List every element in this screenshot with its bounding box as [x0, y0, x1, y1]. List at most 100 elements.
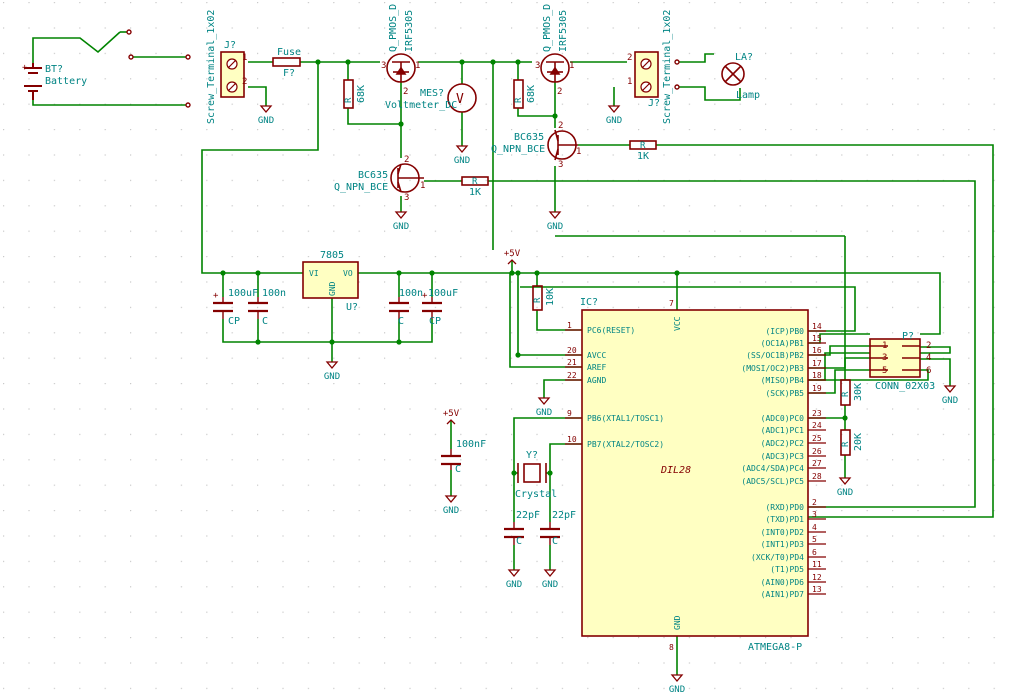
- c7-ref: C: [552, 536, 558, 547]
- gnd-label: GND: [606, 116, 622, 126]
- regulator-vi-label: VI: [309, 269, 319, 278]
- mcu-pin-number: 12: [812, 573, 822, 582]
- q2-pin-3: 3: [535, 61, 540, 71]
- connector-pin-6: 6: [926, 366, 931, 376]
- mcu-pin-number: 24: [812, 421, 822, 430]
- c4-value: 100uF: [428, 288, 458, 299]
- gnd-icon: [607, 105, 621, 114]
- gnd-label: GND: [506, 580, 522, 590]
- vcc-arrow-icon: [446, 419, 456, 425]
- regulator-ref: U?: [346, 302, 358, 313]
- mcu-pin-name: (ICP)PB0: [765, 327, 804, 336]
- c5-ref: C: [455, 464, 461, 475]
- npn-q4-symbol: [547, 129, 578, 161]
- mcu-pin-number: 18: [812, 371, 822, 380]
- connector-pin-5: 5: [882, 366, 887, 376]
- gnd-label: GND: [837, 488, 853, 498]
- mcu-pin-number: 13: [812, 585, 822, 594]
- wires: [32, 31, 994, 675]
- mcu-pin-name: PB7(XTAL2/TOSC2): [587, 440, 664, 449]
- q3-pin-2: 2: [404, 155, 409, 165]
- crystal-symbol: [517, 463, 547, 483]
- resistor-bodies: [343, 79, 851, 456]
- gnd-label: GND: [542, 580, 558, 590]
- connector-pin-2: 2: [926, 341, 931, 351]
- j2-ref: J?: [648, 98, 660, 109]
- mcu-pin-number: 16: [812, 346, 822, 355]
- q2-pin-2: 2: [557, 87, 562, 97]
- mcu-pin-name: (ADC3)PC3: [761, 452, 805, 461]
- mcu-pin-name: (ADC0)PC0: [761, 414, 805, 423]
- mcu-pin-number: 11: [812, 560, 822, 569]
- gnd-label: GND: [258, 116, 274, 126]
- lamp-symbol: [721, 62, 745, 86]
- r1-value: 68K: [356, 85, 367, 103]
- gnd-icon: [444, 495, 458, 504]
- mcu-pin-name: (ADC4/SDA)PC4: [741, 464, 804, 473]
- c6-value: 22pF: [516, 510, 540, 521]
- c2-ref: C: [262, 316, 268, 327]
- j2-value: Screw_Terminal_1x02: [662, 10, 673, 124]
- voltmeter-value: Voltmeter_DC: [385, 100, 457, 111]
- j1-pin-1: 1: [242, 53, 247, 63]
- regulator-vo-label: VO: [343, 269, 353, 278]
- gnd-icon: [943, 385, 957, 394]
- lamp-value: Lamp: [736, 90, 760, 101]
- lamp-ref: LA?: [735, 52, 753, 63]
- mcu-pin-name: (TXD)PD1: [765, 515, 804, 524]
- vcc-arrow-icon: [507, 259, 517, 265]
- battery-value: Battery: [45, 76, 87, 87]
- mcu-pin-name: (ADC2)PC2: [761, 439, 805, 448]
- gnd-label: GND: [547, 222, 563, 232]
- mcu-pin-number: 3: [812, 510, 817, 519]
- gnd-icon: [670, 674, 684, 683]
- voltmeter-ref: MES?: [420, 88, 444, 99]
- mcu-pin-number: 9: [567, 409, 572, 418]
- mcu-gnd-label: GND: [673, 615, 682, 630]
- screw-terminal-j2: [634, 51, 659, 98]
- gnd-icon: [507, 569, 521, 578]
- connector-pin-3: 3: [882, 353, 887, 363]
- mcu-pin-number: 14: [812, 322, 822, 331]
- j2-pin-2: 2: [627, 53, 632, 63]
- pmos-q1-symbol: [386, 53, 416, 83]
- connector-value: CONN_02X03: [875, 381, 935, 392]
- c4-plus-sign: +: [422, 291, 428, 301]
- mcu-pin-number: 6: [812, 548, 817, 557]
- mcu-pin-number: 10: [567, 435, 577, 444]
- battery-ref: BT?: [45, 64, 63, 75]
- gnd-label: GND: [669, 685, 685, 695]
- mcu-pin-number: 23: [812, 409, 822, 418]
- mcu-pin-name: (RXD)PD0: [765, 503, 804, 512]
- r3-ref: R: [472, 177, 478, 187]
- gnd-label: GND: [942, 396, 958, 406]
- mcu-vcc-pin: 7: [669, 299, 674, 308]
- gnd-icon: [838, 477, 852, 486]
- voltmeter-circle: [447, 83, 477, 113]
- gnd-icon: [537, 397, 551, 406]
- q1-pin-2: 2: [403, 87, 408, 97]
- gnd-label: GND: [393, 222, 409, 232]
- c4-ref: CP: [429, 316, 441, 327]
- c3-value: 100n: [399, 288, 423, 299]
- j1-pin-2: 2: [242, 77, 247, 87]
- mcu-gnd-pin: 8: [669, 643, 674, 652]
- fuse-ref: F?: [283, 68, 295, 79]
- mcu-pin-number: 15: [812, 334, 822, 343]
- q1-ref: Q_PMOS_D: [388, 4, 399, 52]
- mcu-pin-name: (ADC5/SCL)PC5: [741, 477, 804, 486]
- pmos-q2-symbol: [540, 53, 570, 83]
- vcc-label: +5V: [504, 249, 521, 259]
- mcu-pin-number: 20: [567, 346, 577, 355]
- c1-plus-sign: +: [213, 291, 219, 301]
- mcu-pin-name: (OC1A)PB1: [761, 339, 805, 348]
- q3-value: Q_NPN_BCE: [334, 182, 388, 193]
- mcu-pin-name: (INT0)PD2: [761, 528, 805, 537]
- q2-pin-1: 1: [569, 61, 574, 71]
- mcu-pin-name: AGND: [587, 376, 606, 385]
- mcu-pin-number: 17: [812, 359, 822, 368]
- gnd-label: GND: [536, 408, 552, 418]
